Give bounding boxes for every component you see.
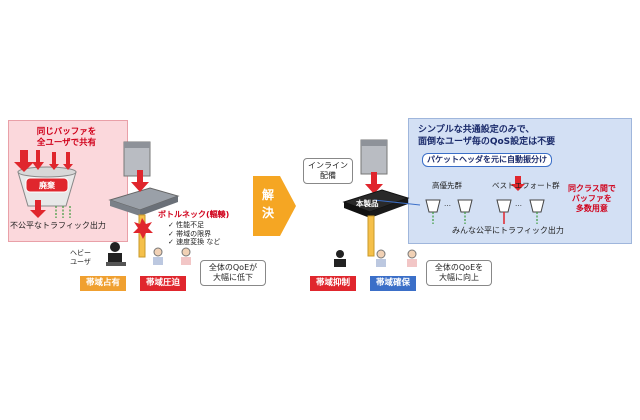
bottleneck-list: ✓ 性能不足 ✓ 帯域の限界 ✓ 速度変換 など [168,221,220,247]
bottleneck-item: ✓ 帯域の限界 [168,229,212,238]
inline-deploy-callout: インライン 配備 [303,158,353,184]
shared-buffer-title: 同じバッファを 全ユーザで共有 [36,127,97,148]
best-effort-label: ベストエフォート群 [492,181,560,190]
discard-label: 廃棄 [39,181,55,190]
dots-1: … [444,200,451,208]
user-icon-left-1 [153,247,163,265]
high-priority-label: 高優先群 [432,181,462,190]
high-priority-buckets [425,199,473,213]
solve-label: 解 決 [261,188,274,220]
tag-bandwidth-squeeze: 帯域圧迫 [140,276,186,291]
unfair-output-label: 不公平なトラフィック出力 [10,221,106,230]
product-label: 本製品 [356,199,379,208]
solution-headline: シンプルな共通設定のみで、 面倒なユーザ毎のQoS設定は不要 [418,125,556,147]
server-icon-right [360,139,388,175]
fair-output-label: みんな公平にトラフィック出力 [452,226,564,235]
dots-2: … [515,200,522,208]
tag-bandwidth-suppress: 帯域抑制 [310,276,356,291]
user-icon-right-2 [407,249,417,267]
user-icon-left-2 [181,247,191,265]
multi-buffer-note: 同クラス間で バッファを 多数用意 [568,184,616,213]
heavy-user-icon [106,242,126,266]
bottleneck-item: ✓ 速度変換 など [168,238,221,246]
tag-bandwidth-occupy: 帯域占有 [80,276,126,291]
tag-bandwidth-secure: 帯域確保 [370,276,416,291]
user-icon-right-1 [376,249,386,267]
qoe-up-callout: 全体のQoEを 大幅に向上 [426,260,492,286]
bottleneck-item: ✓ 性能不足 [168,221,205,229]
auto-sort-badge: パケットヘッダを元に自動振分け [422,153,552,167]
heavy-user-label: ヘビー ユーザ [70,249,91,266]
bottleneck-title: ボトルネック(輻輳) [158,210,230,219]
qoe-down-callout: 全体のQoEが 大幅に低下 [200,260,266,286]
user-icon-right-dark [334,250,346,267]
best-effort-buckets [496,199,545,213]
